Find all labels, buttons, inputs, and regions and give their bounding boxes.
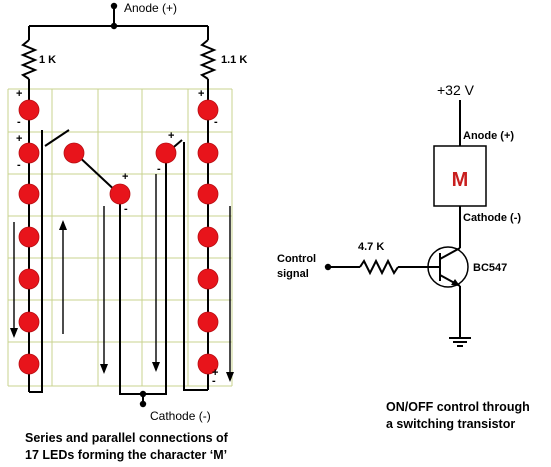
plus-mark: + [122,171,128,183]
control-label-line2: signal [277,268,309,280]
cathode-junction [139,390,147,398]
led [18,226,40,248]
plus-mark: + [168,130,174,142]
left-return-wire [29,130,43,393]
led-group [18,99,219,375]
anode-label: Anode (+) [124,1,177,15]
led [197,99,219,121]
module-letter: M [452,169,469,191]
led [155,142,177,164]
polarity-marks: + - + - + - + - + - + - [16,88,218,387]
current-arrows [10,174,234,382]
cathode-label: Cathode (-) [150,409,211,423]
led [18,268,40,290]
plus-mark: + [212,367,218,379]
led [109,183,131,205]
resistor-1-1k [199,26,217,92]
led [197,142,219,164]
transistor-switch-circuit: +32 V Anode (+) M Cathode (-) BC547 4.7 … [277,82,530,431]
led [18,353,40,375]
right-caption-line1: ON/OFF control through [386,400,530,414]
plus-mark: + [198,88,204,100]
minus-mark: - [157,163,161,175]
left-caption-line2: 17 LEDs forming the character ‘M’ [25,448,227,462]
led [18,183,40,205]
led [18,311,40,333]
plus-mark: + [16,88,22,100]
led [18,142,40,164]
minus-mark: - [17,116,21,128]
led [197,353,219,375]
led [197,268,219,290]
control-label-line1: Control [277,253,316,265]
minus-mark: - [212,375,216,387]
diagonal-wire-top-left [44,129,70,147]
led [197,183,219,205]
module-anode-label: Anode (+) [463,130,514,142]
led [197,226,219,248]
module-cathode-label: Cathode (-) [463,212,521,224]
supply-label: +32 V [437,82,475,98]
ground-icon [449,337,471,347]
left-caption-line1: Series and parallel connections of [25,431,229,445]
resistor-1k [20,26,38,92]
cathode-terminal [139,400,147,408]
right-caption-line2: a switching transistor [386,417,515,431]
resistor-4-7k [359,258,399,276]
led [18,99,40,121]
led [197,311,219,333]
resistor-1k-label: 1 K [39,54,56,66]
anode-terminal [110,2,118,10]
right-return-wire [183,142,208,391]
plus-mark: + [16,133,22,145]
led-module-box [433,145,487,207]
led-matrix-circuit: Anode (+) 1 K 1.1 K Cathode (-) [7,1,247,462]
minus-mark: - [214,116,218,128]
resistor-1-1k-label: 1.1 K [221,54,247,66]
transistor-label: BC547 [473,262,507,274]
resistor-4-7k-label: 4.7 K [358,241,384,253]
minus-mark: - [17,159,21,171]
led [63,142,85,164]
minus-mark: - [124,203,128,215]
